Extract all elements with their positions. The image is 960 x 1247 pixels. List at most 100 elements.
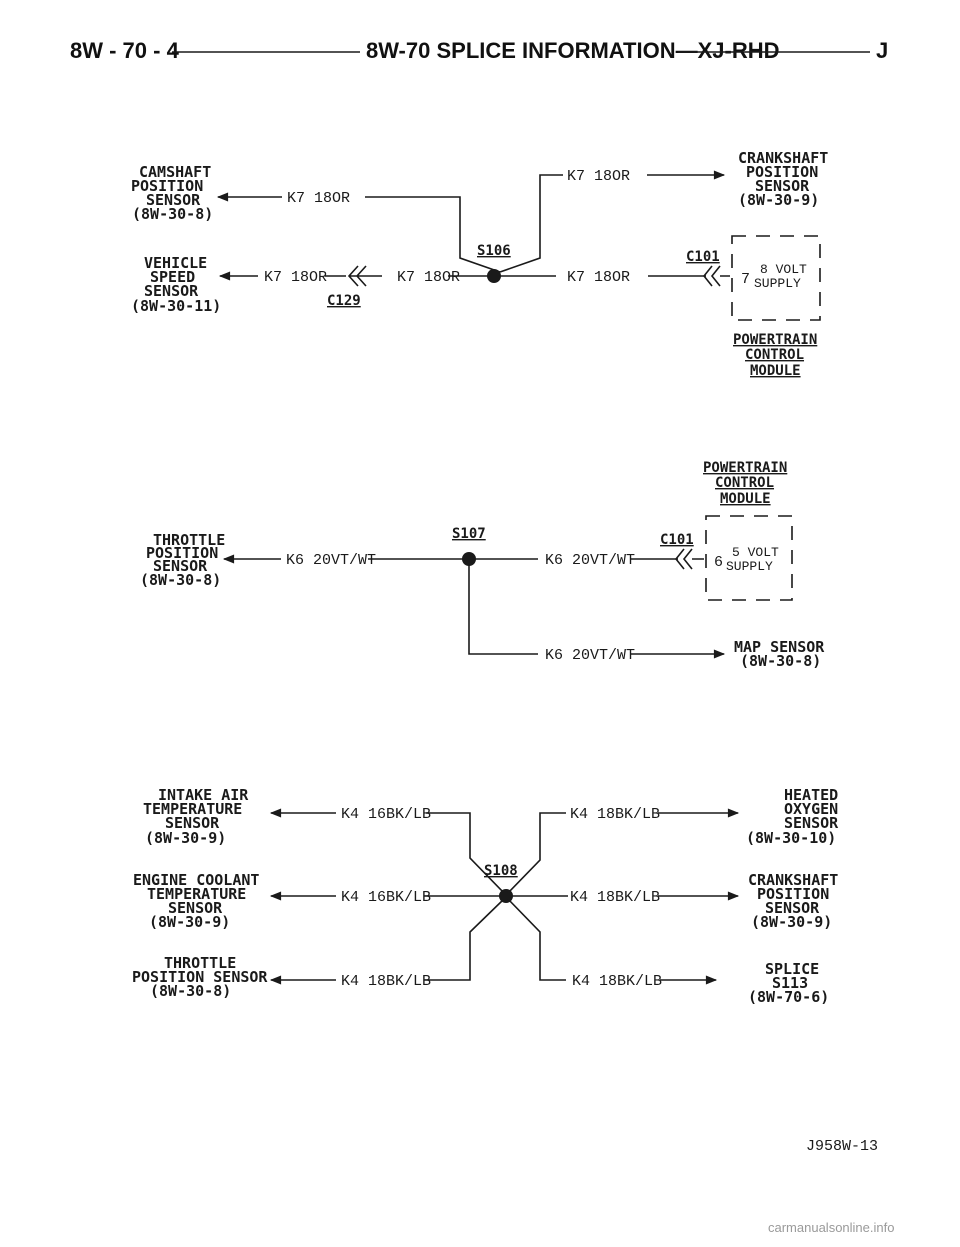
throttle-position-sensor-label-3: THROTTLE POSITION SENSOR (8W-30-8) [132, 954, 268, 1000]
vehicle-speed-sensor-label: VEHICLE SPEED SENSOR (8W-30-11) [131, 254, 221, 315]
page-number: 8W - 70 - 4 [70, 38, 180, 63]
wire-label-iat: K4 16BK/LB [341, 806, 431, 823]
svg-text:S113: S113 [772, 974, 808, 992]
wire-label-map: K6 20VT/WT [545, 647, 635, 664]
connector-c129-label: C129 [327, 293, 361, 309]
pin-label-line2: SUPPLY [754, 276, 801, 291]
wire-label-s113: K4 18BK/LB [572, 973, 662, 990]
svg-text:(8W-30-8): (8W-30-8) [740, 652, 821, 670]
svg-text:(8W-30-8): (8W-30-8) [140, 571, 221, 589]
diagram-s106: CAMSHAFT POSITION SENSOR (8W-30-8) VEHIC… [131, 149, 828, 379]
svg-text:CAMSHAFT: CAMSHAFT [139, 163, 211, 181]
pin-label-2-line1: 5 VOLT [732, 545, 779, 560]
svg-text:VEHICLE: VEHICLE [144, 254, 207, 272]
svg-text:SPLICE: SPLICE [765, 960, 819, 978]
svg-text:THROTTLE: THROTTLE [164, 954, 236, 972]
svg-text:(8W-30-9): (8W-30-9) [738, 191, 819, 209]
splice-s106-label: S106 [477, 243, 511, 259]
pcm-module-outline [731, 235, 821, 321]
intake-air-temp-sensor-label: INTAKE AIR TEMPERATURE SENSOR (8W-30-9) [143, 786, 249, 847]
heated-oxygen-sensor-label: HEATED OXYGEN SENSOR (8W-30-10) [746, 786, 839, 847]
splice-s108-label: S108 [484, 863, 518, 879]
svg-text:POSITION: POSITION [131, 177, 203, 195]
svg-text:INTAKE AIR: INTAKE AIR [158, 786, 249, 804]
svg-text:TEMPERATURE: TEMPERATURE [143, 800, 242, 818]
wire-label-tps-3: K4 18BK/LB [341, 973, 431, 990]
svg-text:POSITION SENSOR: POSITION SENSOR [132, 968, 268, 986]
wire-label-vss: K7 18OR [264, 269, 327, 286]
wire-to-map [468, 559, 538, 655]
pcm-module-outline-2 [705, 515, 793, 601]
svg-text:SENSOR: SENSOR [784, 814, 839, 832]
svg-text:OXYGEN: OXYGEN [784, 800, 838, 818]
pcm-module-name: POWERTRAIN CONTROL MODULE [733, 332, 817, 379]
crankshaft-sensor-label-3: CRANKSHAFT POSITION SENSOR (8W-30-9) [748, 871, 838, 931]
svg-text:SENSOR: SENSOR [765, 899, 820, 917]
pcm-pin-number-2: 6 [714, 554, 723, 571]
crankshaft-sensor-label: CRANKSHAFT POSITION SENSOR (8W-30-9) [738, 149, 828, 209]
wire-label-camshaft: K7 18OR [287, 190, 350, 207]
svg-text:HEATED: HEATED [784, 786, 838, 804]
svg-text:SENSOR: SENSOR [153, 557, 208, 575]
svg-text:TEMPERATURE: TEMPERATURE [147, 885, 246, 903]
connector-c129-symbol [347, 265, 382, 287]
svg-text:MODULE: MODULE [720, 491, 771, 507]
wire-tps-to-s108 [424, 898, 505, 981]
svg-text:(8W-30-9): (8W-30-9) [149, 913, 230, 931]
wire-to-crankshaft [499, 174, 563, 273]
wire-label-crankshaft: K7 18OR [567, 168, 630, 185]
wire-label-o2: K4 18BK/LB [570, 806, 660, 823]
connector-c101-symbol-2 [674, 548, 704, 570]
wire-label-tps: K6 20VT/WT [286, 552, 376, 569]
splice-s113-reference-label: SPLICE S113 (8W-70-6) [748, 960, 829, 1006]
svg-text:POSITION: POSITION [746, 163, 818, 181]
svg-text:SENSOR: SENSOR [146, 191, 201, 209]
pin-label-line1: 8 VOLT [760, 262, 807, 277]
map-sensor-label: MAP SENSOR (8W-30-8) [734, 638, 825, 670]
svg-text:SENSOR: SENSOR [168, 899, 223, 917]
wire-s108-to-s113 [507, 898, 566, 981]
svg-text:MODULE: MODULE [750, 363, 801, 379]
svg-text:(8W-30-11): (8W-30-11) [131, 297, 221, 315]
svg-text:POSITION: POSITION [757, 885, 829, 903]
page-header: 8W - 70 - 4 8W-70 SPLICE INFORMATION—XJ-… [70, 38, 888, 63]
wire-label-pcm: K7 18OR [567, 269, 630, 286]
svg-text:CONTROL: CONTROL [745, 347, 804, 363]
wire-label-ckp: K4 18BK/LB [570, 889, 660, 906]
pcm-module-name-2: POWERTRAIN CONTROL MODULE [703, 460, 787, 507]
splice-s106-dot [487, 269, 501, 283]
camshaft-sensor-label: CAMSHAFT POSITION SENSOR (8W-30-8) [131, 163, 213, 223]
svg-text:POWERTRAIN: POWERTRAIN [733, 332, 817, 348]
throttle-position-sensor-label: THROTTLE POSITION SENSOR (8W-30-8) [140, 531, 225, 589]
pcm-pin-number: 7 [741, 271, 750, 288]
svg-text:SENSOR: SENSOR [165, 814, 220, 832]
svg-text:CRANKSHAFT: CRANKSHAFT [748, 871, 838, 889]
svg-text:SENSOR: SENSOR [755, 177, 810, 195]
wire-label-pcm-2: K6 20VT/WT [545, 552, 635, 569]
wire-iat-to-s108 [426, 812, 505, 894]
svg-text:MAP SENSOR: MAP SENSOR [734, 638, 825, 656]
engine-coolant-temp-sensor-label: ENGINE COOLANT TEMPERATURE SENSOR (8W-30… [133, 871, 259, 931]
svg-text:(8W-30-9): (8W-30-9) [145, 829, 226, 847]
svg-text:SPEED: SPEED [150, 268, 195, 286]
wire-to-camshaft [365, 196, 501, 273]
diagram-s108: INTAKE AIR TEMPERATURE SENSOR (8W-30-9) … [132, 786, 839, 1006]
svg-text:POWERTRAIN: POWERTRAIN [703, 460, 787, 476]
svg-text:POSITION: POSITION [146, 544, 218, 562]
svg-text:CONTROL: CONTROL [715, 475, 774, 491]
figure-id: J958W-13 [806, 1138, 878, 1155]
svg-text:(8W-70-6): (8W-70-6) [748, 988, 829, 1006]
svg-text:CRANKSHAFT: CRANKSHAFT [738, 149, 828, 167]
connector-c101-label-2: C101 [660, 532, 694, 548]
svg-text:(8W-30-8): (8W-30-8) [132, 205, 213, 223]
svg-text:(8W-30-10): (8W-30-10) [746, 829, 836, 847]
pin-label-2-line2: SUPPLY [726, 559, 773, 574]
connector-c101-symbol [702, 265, 730, 287]
wire-label-vss-side: K7 18OR [397, 269, 460, 286]
svg-text:SENSOR: SENSOR [144, 282, 199, 300]
diagram-s107: POWERTRAIN CONTROL MODULE THROTTLE POSIT… [140, 460, 825, 670]
wire-s108-to-o2 [507, 812, 566, 894]
page-title: 8W-70 SPLICE INFORMATION—XJ-RHD [366, 38, 780, 63]
